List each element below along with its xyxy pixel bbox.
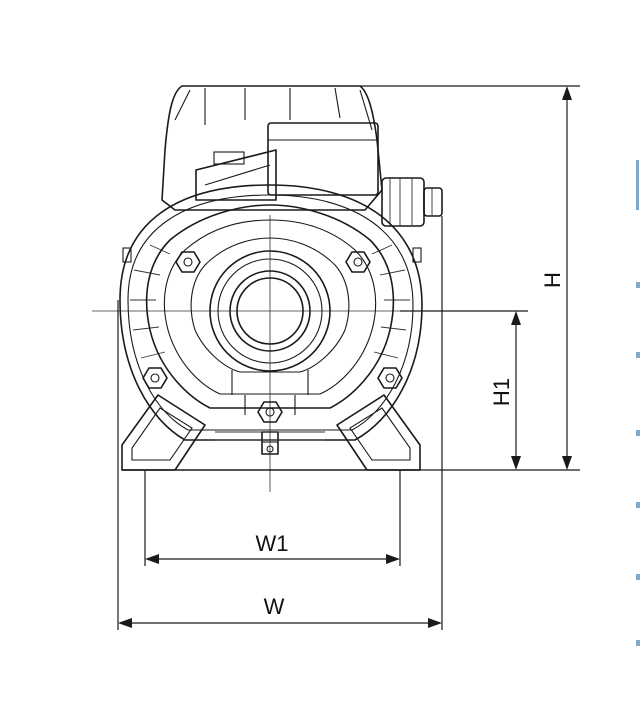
edge-dot-6 — [636, 640, 640, 646]
pump-casing — [145, 204, 395, 415]
cable-gland — [381, 177, 443, 227]
suction-port — [209, 250, 331, 372]
label-h: H — [540, 272, 565, 288]
dimension-w1 — [144, 470, 401, 566]
edge-dot-4 — [636, 502, 640, 508]
dimension-h1 — [400, 310, 528, 470]
terminal-box — [161, 85, 383, 211]
label-w1: W1 — [256, 531, 289, 556]
edge-dot-5 — [636, 574, 640, 580]
edge-dot-2 — [636, 352, 640, 358]
edge-dot-1 — [636, 282, 640, 288]
bolts — [142, 251, 403, 423]
dimension-w — [117, 216, 443, 630]
label-h1: H1 — [489, 378, 514, 406]
center-lines — [92, 215, 520, 492]
label-w: W — [264, 594, 285, 619]
mounting-feet — [121, 394, 421, 471]
edge-accent-bar — [636, 160, 639, 210]
edge-dot-3 — [636, 430, 640, 436]
dimension-h — [360, 85, 580, 471]
motor-housing — [119, 184, 423, 441]
drain-plug — [215, 431, 325, 455]
